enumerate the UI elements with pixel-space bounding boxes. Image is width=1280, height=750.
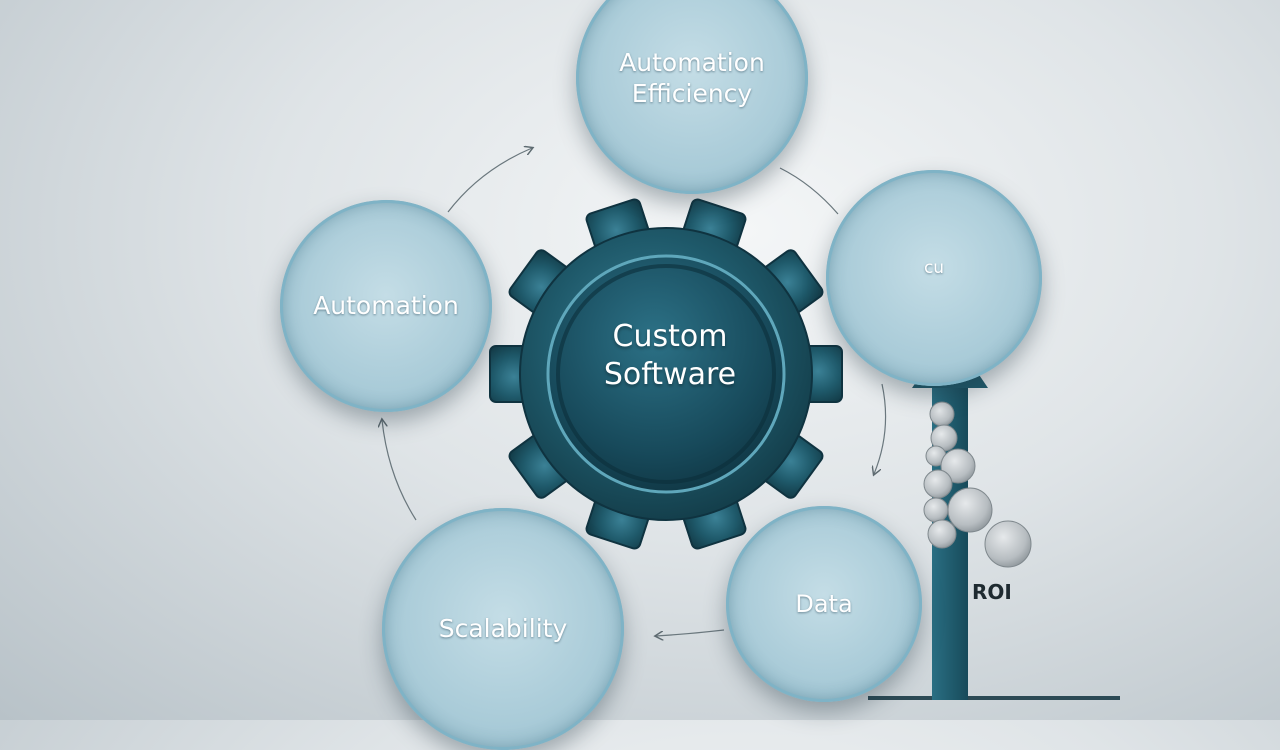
center-label: Custom Software [552, 318, 788, 394]
node-top-line1: Automation [619, 47, 765, 77]
cycle-arrow-data-scal [656, 629, 725, 636]
node-data: Data [726, 506, 922, 702]
cycle-arrow-left-top [447, 148, 532, 213]
cycle-arrow-scal-left [382, 420, 417, 521]
node-left-label: Automation [313, 291, 459, 321]
gear-icon [489, 198, 843, 550]
diagram-decor [0, 0, 1120, 700]
coin-stack [923, 401, 1032, 568]
node-scalability: Scalability [382, 508, 624, 750]
node-right-label: cu [923, 258, 945, 279]
node-bl-label: Scalability [438, 614, 568, 644]
cycle-arrow-top-right [779, 167, 839, 215]
node-roi-top: cu [826, 170, 1042, 386]
node-br-label: Data [795, 590, 853, 618]
diagram-stage: Custom Software Automation Efficiency Au… [0, 0, 1120, 750]
roi-label: ROI [972, 580, 1012, 604]
center-label-line2: Software [603, 357, 737, 392]
node-top-line2: Efficiency [631, 79, 753, 108]
node-automation-efficiency: Automation Efficiency [576, 0, 808, 194]
node-automation: Automation [280, 200, 492, 412]
cycle-arrow-right-down [874, 383, 887, 474]
center-label-line1: Custom [612, 319, 728, 354]
